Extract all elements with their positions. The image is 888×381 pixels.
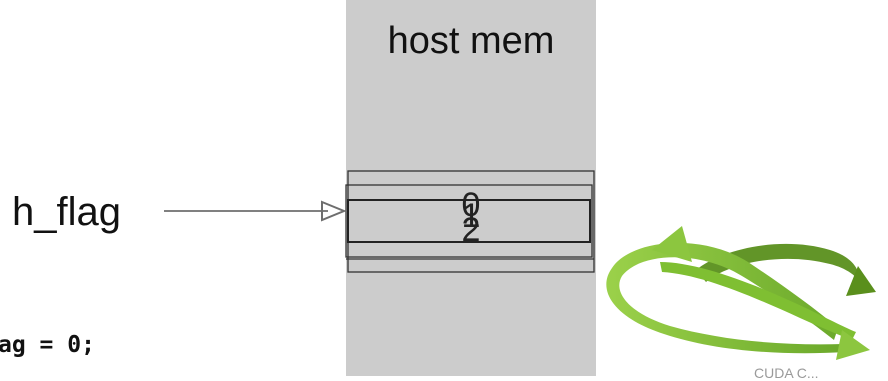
flag-value-0: 0: [461, 186, 481, 224]
code-snippet: ag = 0;: [0, 332, 95, 358]
host-memory-label: host mem: [387, 20, 555, 62]
memory-cells: [345, 170, 595, 273]
footer-caption: CUDA C...: [754, 365, 819, 381]
memory-cell-outline: [345, 184, 593, 258]
variable-label: h_flag: [12, 190, 121, 234]
flag-value-2: 2: [461, 211, 481, 249]
flag-value-1: 1: [461, 197, 481, 235]
loop-arrow-icon: [606, 226, 876, 360]
memory-cell-highlight: [347, 199, 591, 243]
host-memory-column: [346, 0, 596, 376]
pointer-arrow-icon: [164, 200, 347, 222]
